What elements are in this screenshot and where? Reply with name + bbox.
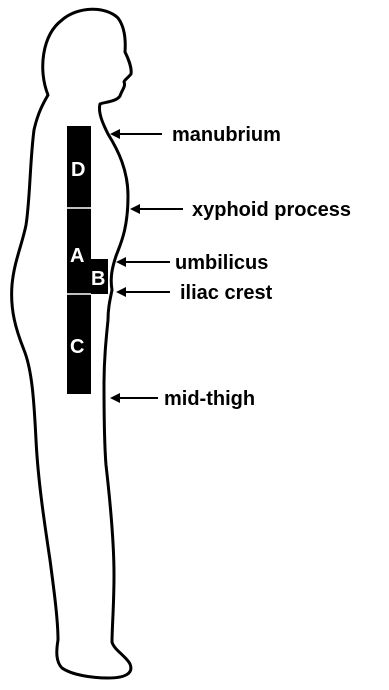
label-umbilicus: umbilicus	[175, 252, 268, 274]
label-mid-thigh: mid-thigh	[164, 388, 255, 410]
label-iliac-crest: iliac crest	[180, 282, 273, 304]
segment-c-label: C	[70, 336, 84, 358]
segment-b-label: B	[91, 268, 105, 290]
segment-a-label: A	[70, 245, 84, 267]
arrow-manubrium	[110, 129, 162, 139]
segment-d-label: D	[71, 159, 85, 181]
label-manubrium: manubrium	[172, 124, 281, 146]
arrow-xyphoid-process	[130, 204, 183, 214]
label-xyphoid-process: xyphoid process	[192, 199, 351, 221]
arrow-iliac-crest	[116, 287, 170, 297]
arrow-mid-thigh	[110, 393, 158, 403]
arrow-umbilicus	[116, 257, 170, 267]
